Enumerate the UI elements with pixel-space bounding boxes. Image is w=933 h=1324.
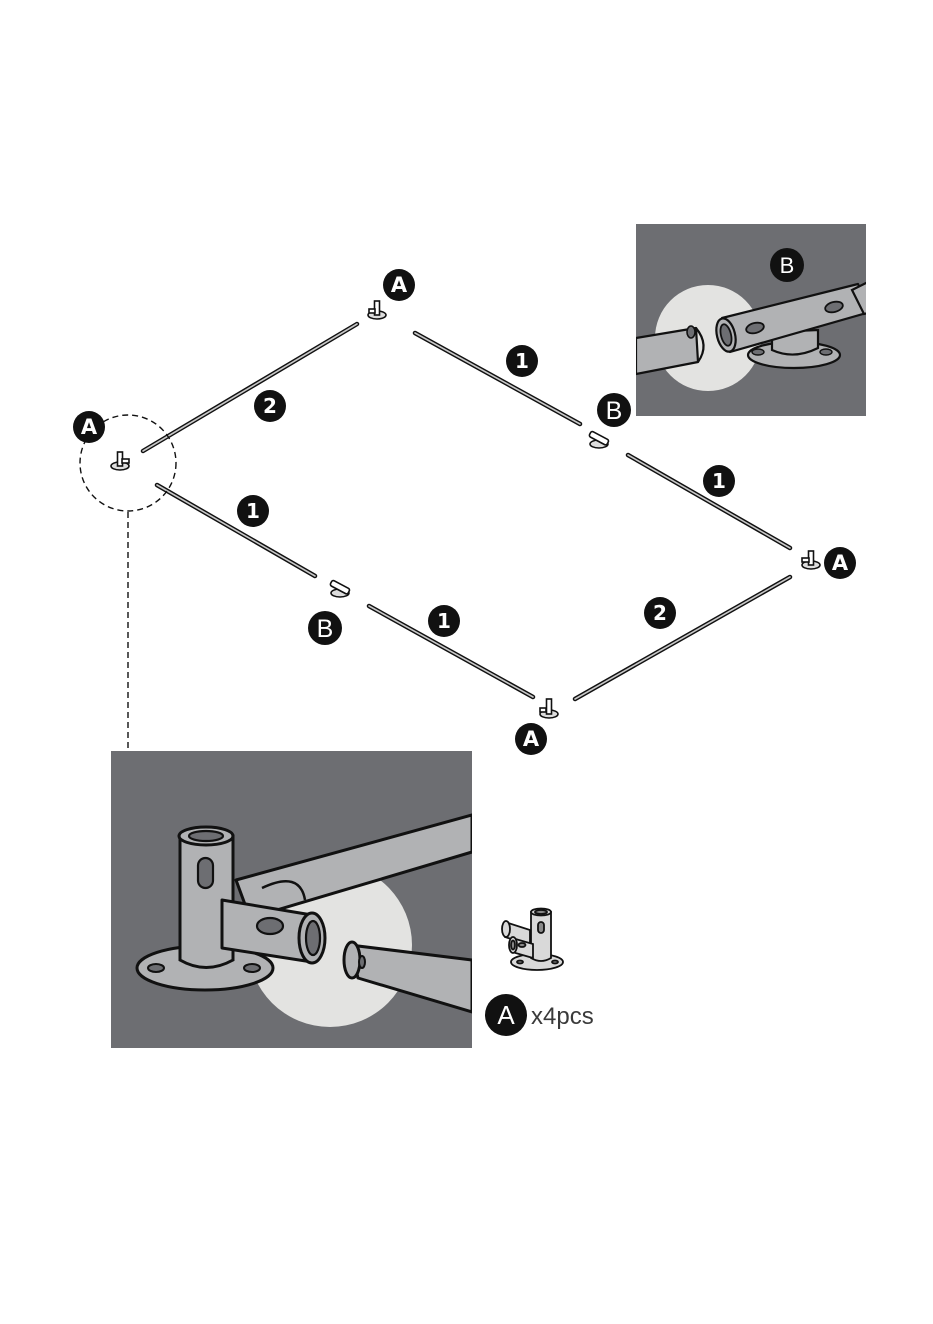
badge-a-top: A — [383, 269, 415, 301]
tube-1-top-right — [415, 333, 580, 424]
badge-1-left: 1 — [237, 495, 269, 527]
badge-b-right-label: B — [606, 397, 623, 425]
detail-panel-b: B — [636, 224, 880, 416]
detail-panel-a — [111, 751, 472, 1048]
connector-a-top — [368, 301, 386, 319]
badge-a-bottom-label: A — [523, 727, 540, 751]
part-a-icon — [502, 909, 563, 971]
badge-a-left-label: A — [81, 415, 98, 439]
badge-2-bottom-right: 2 — [644, 597, 676, 629]
quantity-label: A x4pcs — [485, 994, 594, 1036]
badge-1-bottom-label: 1 — [437, 609, 451, 633]
badge-a-right: A — [824, 547, 856, 579]
connector-b-left — [330, 580, 350, 597]
badge-1-top-right: 1 — [506, 345, 538, 377]
detail-b-badge-label: B — [780, 253, 795, 278]
badge-1-bottom: 1 — [428, 605, 460, 637]
badge-2-bottom-right-label: 2 — [653, 601, 667, 625]
quantity-text: x4pcs — [531, 1003, 594, 1030]
badge-a-top-label: A — [391, 273, 408, 297]
badge-a-bottom: A — [515, 723, 547, 755]
connector-b-right — [589, 431, 609, 448]
tube-2-top-left — [143, 324, 357, 451]
badge-b-left: B — [308, 611, 342, 645]
badge-a-left: A — [73, 411, 105, 443]
tube-2-bottom-right — [575, 577, 790, 699]
badge-b-left-label: B — [317, 615, 334, 643]
badge-2-top-left: 2 — [254, 390, 286, 422]
badge-b-right: B — [597, 393, 631, 427]
badge-1-right-label: 1 — [712, 469, 726, 493]
connector-a-bottom — [540, 699, 558, 718]
badge-a-right-label: A — [832, 551, 849, 575]
badge-2-top-left-label: 2 — [263, 394, 277, 418]
tube-1-left — [157, 485, 315, 576]
badge-1-left-label: 1 — [246, 499, 260, 523]
badge-1-top-right-label: 1 — [515, 349, 529, 373]
connector-a-right — [802, 551, 820, 569]
quantity-badge-label: A — [497, 1000, 515, 1030]
connector-a-left — [111, 452, 129, 470]
badge-1-right: 1 — [703, 465, 735, 497]
